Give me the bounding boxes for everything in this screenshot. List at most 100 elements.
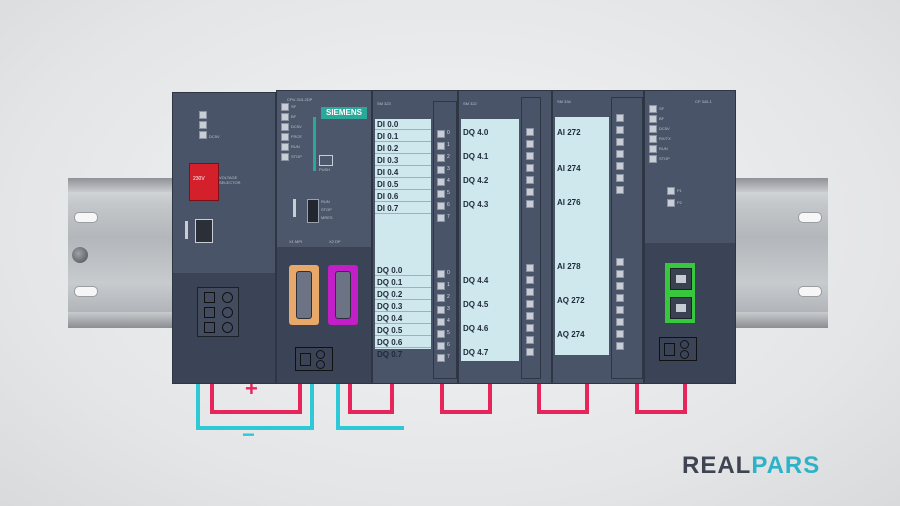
- io-led: [437, 306, 445, 314]
- wire-cyan-left: [196, 370, 314, 430]
- dq-label: DQ 4.1: [463, 152, 489, 161]
- wire-red-dq: [537, 370, 589, 414]
- ethernet-port-block: [665, 263, 695, 323]
- memory-card-slot[interactable]: [313, 117, 316, 171]
- io-led: [437, 270, 445, 278]
- di-dq-module: SM 323 DI 0.0 DI 0.1 DI 0.2 DI 0.3 DI 0.…: [372, 90, 458, 384]
- di-label: DI 0.2: [375, 143, 431, 154]
- minus-sign: −: [242, 422, 255, 447]
- io-led: [526, 324, 534, 332]
- dq-label: DQ 0.4: [375, 313, 431, 324]
- io-led: [616, 258, 624, 266]
- db9-connector: [296, 271, 312, 319]
- di-label: DI 0.4: [375, 167, 431, 178]
- io-led: [616, 138, 624, 146]
- io-led: [437, 154, 445, 162]
- cpu-led: [281, 103, 289, 111]
- cpu-led-label: STOP: [291, 154, 302, 159]
- io-led: [437, 190, 445, 198]
- rail-screw: [72, 247, 88, 263]
- di-label: DI 0.3: [375, 155, 431, 166]
- psu-terminal-block: [197, 287, 239, 337]
- io-led: [616, 186, 624, 194]
- dq-label: DQ 0.1: [375, 277, 431, 288]
- analog-module: SM 334 AI 272 AI 274 AI 276 AI 278 AQ 27…: [552, 90, 644, 384]
- io-led: [526, 276, 534, 284]
- channel-number: 2: [447, 154, 450, 160]
- db9-connector: [335, 271, 351, 319]
- io-led: [437, 166, 445, 174]
- cpu-terminal: [295, 347, 333, 371]
- io-led: [616, 270, 624, 278]
- channel-number: 2: [447, 294, 450, 300]
- rail-slot: [74, 212, 98, 223]
- ethernet-port-2[interactable]: [670, 297, 692, 319]
- di-label: DI 0.0: [375, 119, 431, 130]
- mode-label-stop: STOP: [321, 207, 332, 212]
- io-led: [526, 200, 534, 208]
- terminal-screw: [316, 360, 325, 369]
- io-led: [437, 294, 445, 302]
- push-label: PUSH: [319, 167, 331, 172]
- terminal-screw: [316, 350, 325, 359]
- wire-red-di: [440, 370, 492, 414]
- logo-part-pars: PARS: [751, 452, 821, 479]
- io-led: [616, 330, 624, 338]
- cpu-led: [281, 143, 289, 151]
- di-module-title: SM 323: [377, 101, 391, 106]
- dq-module: SM 322 DQ 4.0 DQ 4.1 DQ 4.2 DQ 4.3 DQ 4.…: [458, 90, 552, 384]
- push-eject-icon[interactable]: [319, 155, 333, 166]
- channel-number: 1: [447, 142, 450, 148]
- channel-number: 5: [447, 330, 450, 336]
- io-led: [526, 128, 534, 136]
- ai-label: AI 278: [557, 262, 581, 271]
- io-led: [526, 300, 534, 308]
- io-led: [437, 214, 445, 222]
- bus-connector: [185, 221, 188, 239]
- power-switch[interactable]: [195, 219, 213, 243]
- cpu-led-label: SF: [291, 104, 297, 109]
- ai-label: AI 272: [557, 128, 581, 137]
- dq-label: DQ 4.0: [463, 128, 489, 137]
- terminal-screw: [222, 307, 233, 318]
- io-led: [616, 126, 624, 134]
- channel-number: 5: [447, 190, 450, 196]
- io-led: [616, 114, 624, 122]
- dq-label: DQ 0.7: [377, 350, 403, 359]
- comm-module: CP 343-1 SF BF DC5V RX/TX RUN STOP P1 P2: [644, 90, 736, 384]
- io-led: [437, 318, 445, 326]
- wire-red-psu: [210, 370, 302, 414]
- dq-module-title: SM 322: [463, 101, 477, 106]
- dq-label: DQ 0.0: [375, 265, 431, 276]
- io-led: [437, 142, 445, 150]
- voltage-selector[interactable]: 230V: [189, 163, 219, 201]
- io-led: [616, 174, 624, 182]
- wire-cyan-cpu: [336, 370, 404, 430]
- io-led: [616, 150, 624, 158]
- io-led: [526, 312, 534, 320]
- mode-switch[interactable]: [307, 199, 319, 223]
- ethernet-port-1[interactable]: [670, 268, 692, 290]
- comm-led: [649, 135, 657, 143]
- rj45-icon: [676, 304, 686, 312]
- comm-led-label: STOP: [659, 156, 670, 161]
- mpi-port[interactable]: [289, 265, 319, 325]
- di-label: DI 0.1: [375, 131, 431, 142]
- port-led-label: P2: [677, 200, 682, 205]
- di-label: DI 0.5: [375, 179, 431, 190]
- channel-number: 4: [447, 318, 450, 324]
- io-led: [526, 188, 534, 196]
- comm-led: [649, 155, 657, 163]
- dq-label: DQ 4.2: [463, 176, 489, 185]
- io-led: [526, 288, 534, 296]
- terminal-square: [300, 353, 311, 366]
- di-label: DI 0.7: [375, 203, 431, 214]
- cpu-lower: [277, 247, 371, 383]
- channel-number: 7: [447, 354, 450, 360]
- dp-port[interactable]: [328, 265, 358, 325]
- comm-led: [649, 115, 657, 123]
- cpu-led-label: DC5V: [291, 124, 302, 129]
- voltage-selector-label: VOLTAGE SELECTOR: [219, 175, 241, 185]
- dq-label: DQ 4.7: [463, 348, 489, 357]
- ai-label: AI 276: [557, 198, 581, 207]
